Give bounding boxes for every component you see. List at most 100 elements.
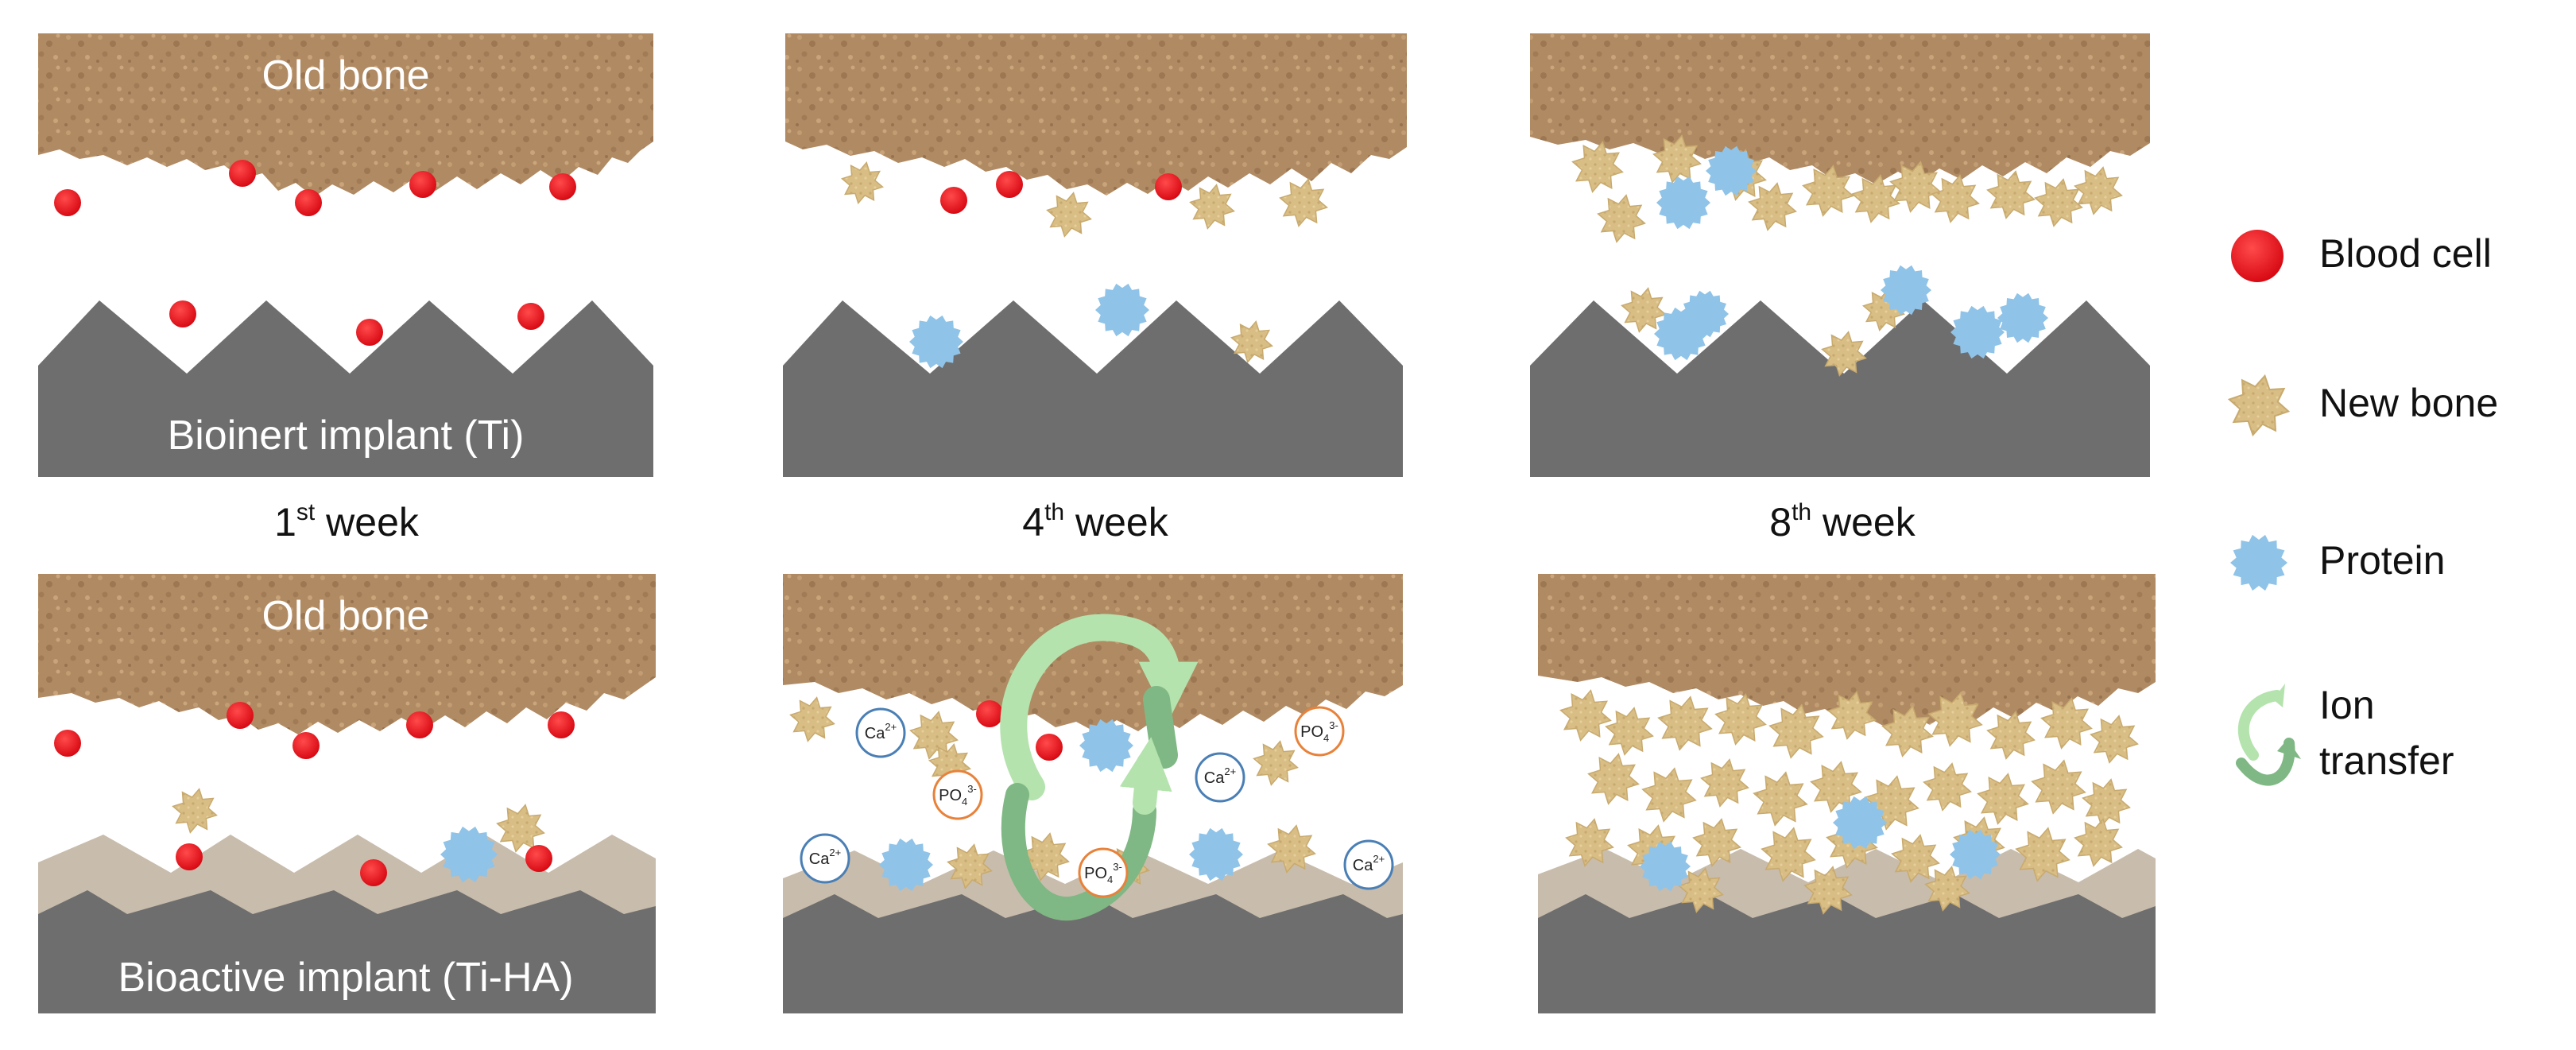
blood-cell [406, 711, 433, 738]
new-bone [789, 696, 835, 742]
svg-text:Ca2+: Ca2+ [1204, 765, 1236, 787]
new-bone [1889, 161, 1942, 213]
panel-week4-bioactive [783, 574, 1403, 1013]
new-bone [496, 804, 545, 853]
new-bone [1189, 184, 1235, 230]
blood-cell [292, 732, 320, 759]
new-bone [1927, 692, 1983, 747]
blood-cell [517, 303, 544, 330]
protein [440, 826, 498, 883]
blood-cell [227, 702, 254, 729]
blood-cell [548, 711, 575, 738]
ion-arrow-right-bar [1143, 686, 1178, 769]
protein [1706, 145, 1757, 196]
new-bone [1692, 818, 1741, 867]
titanium-implant [783, 894, 1403, 1013]
svg-text:PO43-: PO43- [1300, 719, 1338, 744]
titanium-implant [38, 300, 653, 477]
old-bone-label-top: Old bone [261, 52, 429, 99]
blood-cell [360, 859, 387, 886]
blood-cell [1036, 734, 1063, 761]
old-bone [38, 574, 656, 734]
new-bone [1267, 824, 1316, 874]
new-bone [1559, 689, 1612, 742]
ion-transfer-cycle [1000, 614, 1199, 920]
protein [879, 838, 933, 892]
new-bone [1821, 331, 1867, 377]
legend-new-bone-icon [2227, 374, 2291, 437]
panel-week1-bioactive [38, 574, 656, 1013]
legend-blood-cell-label: Blood cell [2319, 231, 2492, 276]
blood-cell [1155, 173, 1182, 200]
legend-protein-label: Protein [2319, 538, 2446, 583]
protein [1950, 305, 2005, 359]
new-bone [1565, 818, 1614, 867]
protein [909, 315, 963, 369]
blood-cell [169, 300, 196, 327]
titanium-implant [783, 300, 1403, 477]
blood-cell [176, 843, 203, 870]
calcium-ion-badge: Ca2+ [1343, 839, 1394, 890]
svg-text:Ca2+: Ca2+ [865, 721, 897, 742]
bioinert-implant-label: Bioinert implant (Ti) [168, 413, 525, 459]
blood-cell [940, 187, 967, 214]
old-bone [1538, 574, 2156, 728]
new-bone [1803, 866, 1853, 915]
new-bone [1714, 693, 1767, 746]
panel-week4-bioinert [783, 33, 1407, 477]
new-bone [2031, 759, 2086, 815]
new-bone [947, 843, 993, 889]
legend-blood-cell-icon [2231, 230, 2284, 282]
blood-cell-particles [54, 160, 1182, 886]
new-bone [1597, 194, 1646, 243]
new-bone-particles [172, 134, 2139, 915]
new-bone [1931, 174, 1980, 223]
protein [1095, 283, 1149, 337]
panel-week8-bioactive [1538, 574, 2156, 1013]
phosphate-ion-badge: PO43- [932, 769, 983, 820]
new-bone [2082, 778, 2131, 827]
calcium-ion-badge: Ca2+ [800, 833, 850, 884]
blood-cell [295, 189, 322, 216]
svg-text:Ca2+: Ca2+ [1353, 853, 1385, 874]
old-bone [785, 33, 1407, 196]
legend [2227, 230, 2301, 786]
svg-text:PO43-: PO43- [939, 783, 977, 808]
new-bone [1621, 287, 1667, 333]
blood-cell [996, 171, 1023, 198]
legend-protein-icon [2230, 534, 2287, 591]
new-bone [2074, 818, 2123, 867]
svg-text:PO43-: PO43- [1084, 861, 1122, 885]
new-bone [1923, 762, 1972, 812]
protein [1640, 841, 1691, 892]
ion-badges: Ca2+ PO43- Ca2+ PO43- Ca2+ PO43- Ca2+ [800, 706, 1394, 898]
panel-week1-bioinert [38, 33, 653, 477]
legend-ion-transfer-label-1: Ion [2319, 683, 2375, 727]
protein [1656, 176, 1710, 230]
phosphate-ion-badge: PO43- [1294, 706, 1345, 757]
blood-cell [54, 189, 81, 216]
new-bone [2040, 697, 2093, 750]
panel-week8-bioinert [1530, 33, 2150, 477]
old-bone [1530, 33, 2150, 184]
protein-particles [440, 145, 2048, 892]
new-bone [1652, 134, 1702, 184]
new-bone [1761, 827, 1816, 882]
titanium-implant [1538, 894, 2156, 1013]
new-bone [1700, 758, 1749, 808]
protein [1881, 265, 1931, 316]
protein [1833, 796, 1887, 850]
ion-arrow-upper [1000, 614, 1199, 800]
blood-cell [356, 319, 383, 346]
protein [1950, 829, 2001, 880]
legend-ion-transfer-label-2: transfer [2319, 738, 2454, 783]
blood-cell [54, 730, 81, 757]
new-bone [1851, 174, 1900, 223]
protein [1997, 293, 2048, 343]
new-bone [1768, 703, 1824, 759]
new-bone [2015, 827, 2070, 882]
new-bone [1986, 711, 2036, 760]
titanium-implant [38, 890, 656, 1013]
svg-text:Ca2+: Ca2+ [809, 847, 841, 868]
